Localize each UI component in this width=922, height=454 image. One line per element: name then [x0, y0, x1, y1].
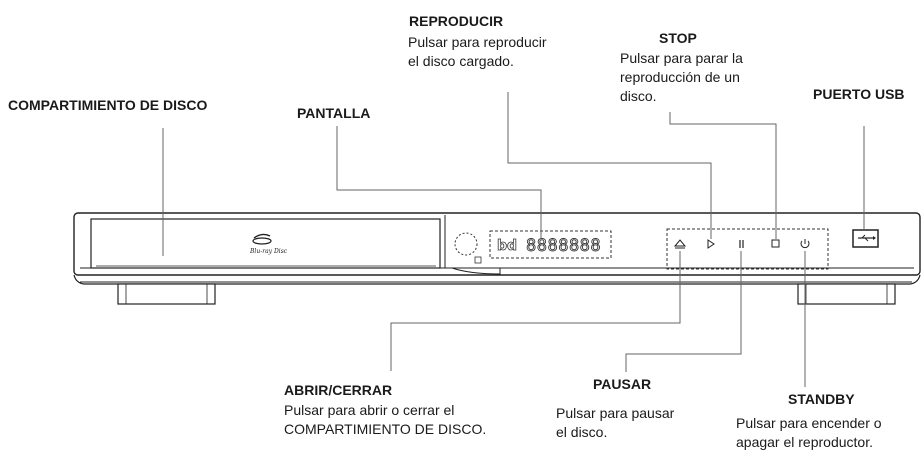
label-standby-desc: Pulsar para encender o apagar el reprodu… — [736, 414, 882, 452]
display-digits: 8888888 — [526, 236, 601, 256]
pause-button[interactable] — [739, 240, 744, 248]
leader-pausar — [625, 251, 742, 372]
base-curve — [73, 274, 921, 285]
desc-line: apagar el reproductor. — [736, 434, 873, 450]
button-panel — [666, 228, 829, 270]
label-reproducir-desc: Pulsar para reproducir el disco cargado. — [408, 33, 547, 71]
label-pausar-title: PAUSAR — [593, 376, 652, 392]
stop-button[interactable] — [771, 239, 780, 248]
label-stop-desc: Pulsar para parar la reproducción de un … — [620, 49, 743, 106]
label-puerto-usb: PUERTO USB — [813, 86, 905, 102]
usb-icon — [858, 234, 876, 242]
label-compartimiento: COMPARTIMIENTO DE DISCO — [8, 97, 208, 113]
desc-line: Pulsar para pausar — [556, 405, 675, 421]
leader-lines — [162, 92, 865, 387]
bluray-logo: Blu-ray Disc — [249, 233, 288, 255]
front-notch — [451, 267, 501, 275]
leader-reproducir — [507, 92, 712, 239]
desc-line: reproducción de un — [620, 69, 740, 85]
foot-left — [117, 283, 216, 305]
desc-line: Pulsar para parar la — [620, 50, 743, 66]
label-standby-title: STANDBY — [788, 391, 855, 407]
leader-pantalla — [336, 126, 542, 239]
label-abrir-cerrar-desc: Pulsar para abrir o cerrar el COMPARTIMI… — [284, 401, 486, 439]
leader-abrir — [390, 251, 681, 371]
eject-button[interactable] — [673, 239, 687, 249]
leader-stop — [669, 112, 777, 239]
desc-line: el disco cargado. — [408, 53, 514, 69]
bluray-logo-text: Blu-ray Disc — [249, 248, 288, 255]
desc-line: Pulsar para reproducir — [408, 34, 547, 50]
display-bd-logo: bd — [497, 238, 517, 254]
display-panel — [489, 230, 612, 259]
desc-line: Pulsar para abrir o cerrar el — [284, 402, 455, 418]
desc-line: Pulsar para encender o — [736, 415, 882, 431]
desc-line: COMPARTIMIENTO DE DISCO. — [284, 421, 487, 437]
label-pausar-desc: Pulsar para pausar el disco. — [556, 404, 674, 442]
desc-line: el disco. — [556, 424, 608, 440]
desc-line: disco. — [620, 88, 657, 104]
label-pantalla: PANTALLA — [297, 105, 371, 121]
power-button[interactable] — [800, 239, 810, 249]
ir-sensor — [454, 232, 478, 256]
label-abrir-cerrar-title: ABRIR/CERRAR — [284, 382, 393, 398]
label-reproducir-title: REPRODUCIR — [409, 13, 504, 29]
label-stop-title: STOP — [659, 30, 697, 46]
foot-right — [797, 283, 896, 305]
disc-tray — [90, 218, 441, 269]
play-button[interactable] — [707, 239, 715, 249]
